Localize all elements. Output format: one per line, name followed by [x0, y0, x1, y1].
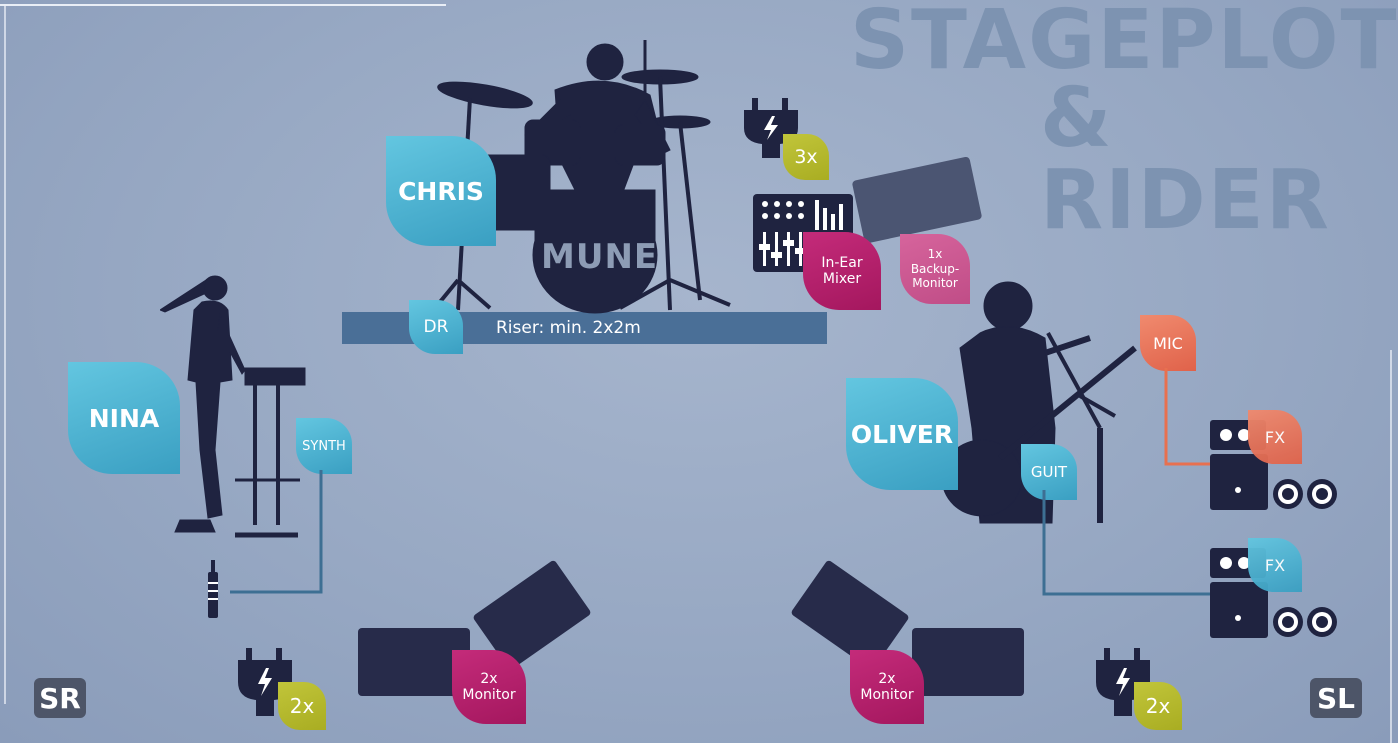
backup-monitor-wedge [852, 156, 983, 244]
monitor-right-line1: 2x [878, 671, 895, 687]
title-line2: & RIDER [1040, 78, 1398, 242]
drum-brand: MUNE [541, 237, 658, 277]
label-chris: CHRIS [386, 136, 496, 246]
power-count-right: 2x [1134, 682, 1182, 730]
monitor-right-line2: Monitor [860, 687, 913, 703]
riser-label: Riser: min. 2x2m [496, 318, 641, 338]
inear-line2: Mixer [823, 271, 861, 287]
stage-right-badge: SR [34, 678, 86, 718]
label-mic: MIC [1140, 315, 1196, 371]
guitar-cable [1040, 490, 1220, 600]
monitor-wedge-right-1 [912, 628, 1024, 696]
top-rule [0, 4, 446, 6]
title-line1: STAGEPLOT [850, 0, 1398, 82]
inear-line1: In-Ear [821, 255, 862, 271]
monitor-left-line2: Monitor [462, 687, 515, 703]
label-nina: NINA [68, 362, 180, 474]
label-oliver: OLIVER [846, 378, 958, 490]
left-rule [4, 4, 6, 704]
backup-line1: 1x [928, 247, 943, 261]
label-synth: SYNTH [296, 418, 352, 474]
label-monitor-right: 2x Monitor [850, 650, 924, 724]
label-inear-mixer: In-Ear Mixer [803, 232, 881, 310]
stage-left-badge: SL [1310, 678, 1362, 718]
label-fx-1: FX [1248, 410, 1302, 464]
jack-plug-icon [206, 560, 220, 620]
power-count-left: 2x [278, 682, 326, 730]
backup-line2: Backup- [911, 262, 959, 276]
right-rule [1390, 350, 1392, 743]
label-dr: DR [409, 300, 463, 354]
label-monitor-left: 2x Monitor [452, 650, 526, 724]
monitor-left-line1: 2x [480, 671, 497, 687]
power-count-drums: 3x [783, 134, 829, 180]
label-fx-2: FX [1248, 538, 1302, 592]
